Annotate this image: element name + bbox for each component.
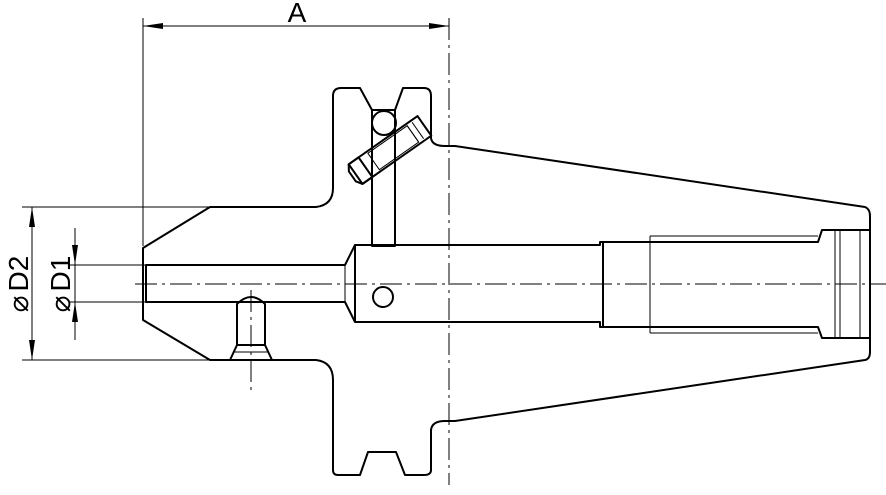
dimension-a: A bbox=[142, 0, 449, 246]
inclined-set-screw bbox=[347, 115, 433, 185]
ball bbox=[371, 110, 397, 136]
dimension-d1: ⌀D1 bbox=[45, 228, 146, 340]
holder-body bbox=[142, 87, 871, 476]
dimension-d2: ⌀D2 bbox=[3, 206, 210, 361]
cross-hole bbox=[372, 286, 394, 308]
dimension-a-label: A bbox=[288, 0, 307, 28]
dimension-d2-label: ⌀D2 bbox=[3, 256, 34, 313]
dimension-d1-label: ⌀D1 bbox=[45, 256, 76, 313]
